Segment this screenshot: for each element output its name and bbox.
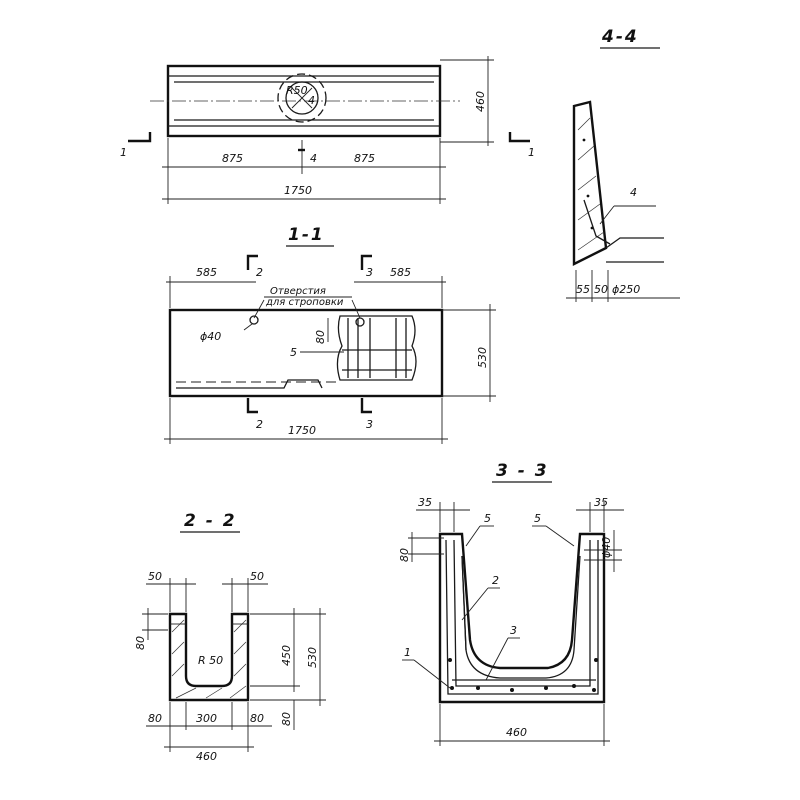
section-1-1-cut-3-bottom: 3 bbox=[366, 418, 373, 431]
plan-section-mark-right: 1 bbox=[528, 146, 535, 159]
section-2-2-base-inner: 300 bbox=[196, 712, 217, 725]
plan-radius-label: R50 bbox=[286, 84, 308, 97]
section-1-1: 1-1 2 3 2 3 Отверстия для строповки ϕ40 … bbox=[164, 225, 496, 444]
section-2-2-base-left: 80 bbox=[148, 712, 162, 725]
plan-view: R50 4 1 1 460 875 875 4 1750 bbox=[120, 56, 535, 204]
section-2-2-bottom-80: 80 bbox=[280, 712, 293, 726]
section-1-1-hole-note-line2: для строповки bbox=[265, 297, 344, 308]
section-1-1-right-offset: 585 bbox=[390, 266, 411, 279]
section-4-4-dim-50: 50 bbox=[594, 283, 608, 296]
section-2-2-base-right: 80 bbox=[250, 712, 264, 725]
section-3-3-callout-2: 2 bbox=[492, 574, 499, 587]
section-1-1-left-offset: 585 bbox=[196, 266, 217, 279]
plan-hole-outer bbox=[277, 73, 327, 123]
section-2-2-wall-right: 50 bbox=[250, 570, 264, 583]
section-2-2-dim-80-top: 80 bbox=[134, 636, 147, 650]
section-4-4-dim-55: 55 bbox=[576, 283, 590, 296]
section-2-2-total-width: 460 bbox=[196, 750, 217, 763]
section-2-2-radius: R 50 bbox=[198, 654, 223, 667]
section-2-2-profile bbox=[168, 612, 250, 702]
section-3-3-dim-80: 80 bbox=[398, 548, 411, 562]
plan-hole-inner bbox=[285, 81, 319, 115]
section-3-3: 3 - 3 35 35 5 5 80 bbox=[398, 461, 624, 746]
section-3-3-rebar-inner bbox=[461, 555, 581, 679]
section-2-2-wall-left: 50 bbox=[148, 570, 162, 583]
section-1-1-cut-3-top: 3 bbox=[366, 266, 373, 279]
section-1-1-sling-hole-left bbox=[249, 315, 259, 325]
section-3-3-rebar-outer bbox=[445, 539, 599, 695]
plan-view-mark: 4 bbox=[310, 152, 317, 165]
section-2-2: 2 - 2 R 50 50 50 80 450 bbox=[134, 511, 326, 763]
section-1-1-cut-2-top: 2 bbox=[256, 266, 263, 279]
section-3-3-callout-5a: 5 bbox=[484, 512, 491, 525]
section-1-1-outline bbox=[168, 308, 444, 398]
section-4-4-title: 4-4 bbox=[601, 27, 639, 47]
section-2-2-title: 2 - 2 bbox=[184, 511, 237, 531]
plan-width-dim: 460 bbox=[474, 91, 487, 112]
section-1-1-reinforcement-cage bbox=[336, 315, 417, 381]
section-3-3-callout-1: 1 bbox=[404, 646, 411, 659]
section-3-3-hole-dia: ϕ40 bbox=[600, 537, 613, 558]
section-1-1-sling-hole-right bbox=[355, 317, 365, 327]
plan-length-dim: 1750 bbox=[284, 184, 312, 197]
section-3-3-total-width: 460 bbox=[506, 726, 527, 739]
plan-half-left-dim: 875 bbox=[222, 152, 243, 165]
section-3-3-top-right: 35 bbox=[594, 496, 608, 509]
section-2-2-inner-height: 450 bbox=[280, 645, 293, 666]
section-1-1-hole-note-line1: Отверстия bbox=[270, 286, 326, 297]
section-1-1-height-dim: 530 bbox=[476, 347, 489, 368]
section-3-3-profile bbox=[438, 532, 606, 704]
section-1-1-callout-5: 5 bbox=[290, 346, 297, 359]
section-4-4-callout-4: 4 bbox=[630, 186, 637, 199]
plan-section-mark-left: 1 bbox=[120, 146, 127, 159]
section-2-2-total-height: 530 bbox=[306, 647, 319, 668]
section-1-1-cut-2-bottom: 2 bbox=[256, 418, 263, 431]
section-3-3-callout-3: 3 bbox=[510, 624, 517, 637]
section-3-3-top-left: 35 bbox=[418, 496, 432, 509]
section-1-1-dim-80: 80 bbox=[314, 330, 327, 344]
section-3-3-callout-5b: 5 bbox=[534, 512, 541, 525]
plan-half-right-dim: 875 bbox=[354, 152, 375, 165]
plan-view-mark-circle: 4 bbox=[308, 94, 315, 107]
section-1-1-hole-label: ϕ40 bbox=[200, 330, 221, 343]
section-4-4: 4-4 4 55 50 ϕ250 bbox=[566, 27, 680, 302]
section-4-4-pipe-dia: ϕ250 bbox=[612, 283, 640, 296]
section-1-1-length-dim: 1750 bbox=[288, 424, 316, 437]
section-3-3-title: 3 - 3 bbox=[496, 461, 549, 481]
section-1-1-title: 1-1 bbox=[288, 225, 325, 245]
